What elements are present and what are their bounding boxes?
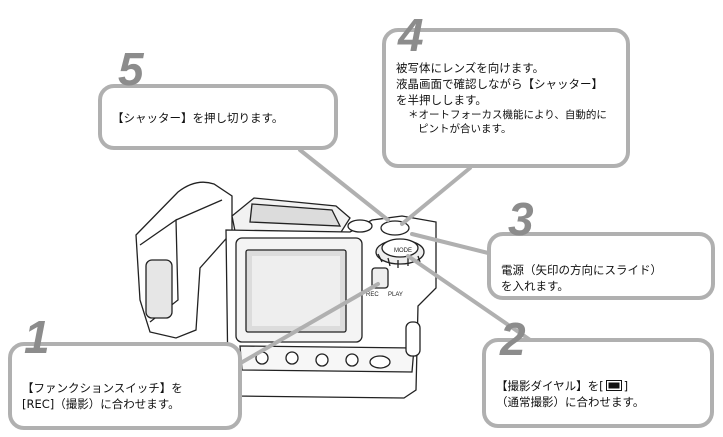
leader-line-5 [298, 148, 390, 222]
switch-label-play: PLAY [388, 292, 403, 298]
callout-2-line-2: （通常撮影）に合わせます。 [496, 395, 645, 409]
callout-4-line-1: 被写体にレンズを向けます。 [396, 61, 545, 75]
power-slider [347, 219, 373, 233]
leader-line-2 [406, 254, 538, 346]
step-number-5: 5 [118, 43, 144, 95]
leader-line-3 [410, 232, 494, 256]
mode-dial-label: MODE [394, 248, 412, 254]
step-number-2: 2 [500, 313, 526, 365]
callout-2-line-1: 【撮影ダイヤル】を[] [496, 378, 700, 394]
callout-step-5: 【シャッター】を押し切ります。 [98, 84, 338, 150]
leader-line-4 [400, 166, 472, 226]
callout-1-line-1: 【ファンクションスイッチ】を [22, 381, 183, 395]
callout-1-line-2: [REC]（撮影）に合わせます。 [22, 397, 180, 411]
step-number-4: 4 [398, 9, 424, 61]
callout-5-line-1: 【シャッター】を押し切ります。 [112, 111, 284, 125]
callout-3-line-1: 電源（矢印の方向にスライド） [501, 263, 662, 277]
leader-line-1 [223, 282, 380, 374]
callout-3-line-2: を入れます。 [501, 279, 569, 293]
callout-2-line-1-after: ] [623, 379, 629, 393]
callout-step-1: 【ファンクションスイッチ】を [REC]（撮影）に合わせます。 [8, 342, 242, 430]
step-number-1: 1 [24, 311, 50, 363]
callout-step-4: 被写体にレンズを向けます。 液晶画面で確認しながら【シャッター】 を半押しします… [382, 28, 630, 168]
callout-step-3: 電源（矢印の方向にスライド） を入れます。 [487, 232, 715, 300]
callout-4-line-2: 液晶画面で確認しながら【シャッター】 [396, 77, 603, 91]
callout-2-line-1-before: 【撮影ダイヤル】を[ [496, 379, 604, 393]
step-number-3: 3 [508, 193, 534, 245]
callout-step-2: 【撮影ダイヤル】を[] （通常撮影）に合わせます。 [482, 338, 714, 428]
callout-4-line-3: を半押しします。 [396, 93, 487, 107]
switch-label-rec: REC [366, 292, 379, 298]
normal-record-icon [605, 380, 622, 391]
callout-4-note-1: ＊オートフォーカス機能により、自動的に [408, 109, 607, 121]
callout-4-note-2: ピントが合います。 [418, 123, 512, 135]
